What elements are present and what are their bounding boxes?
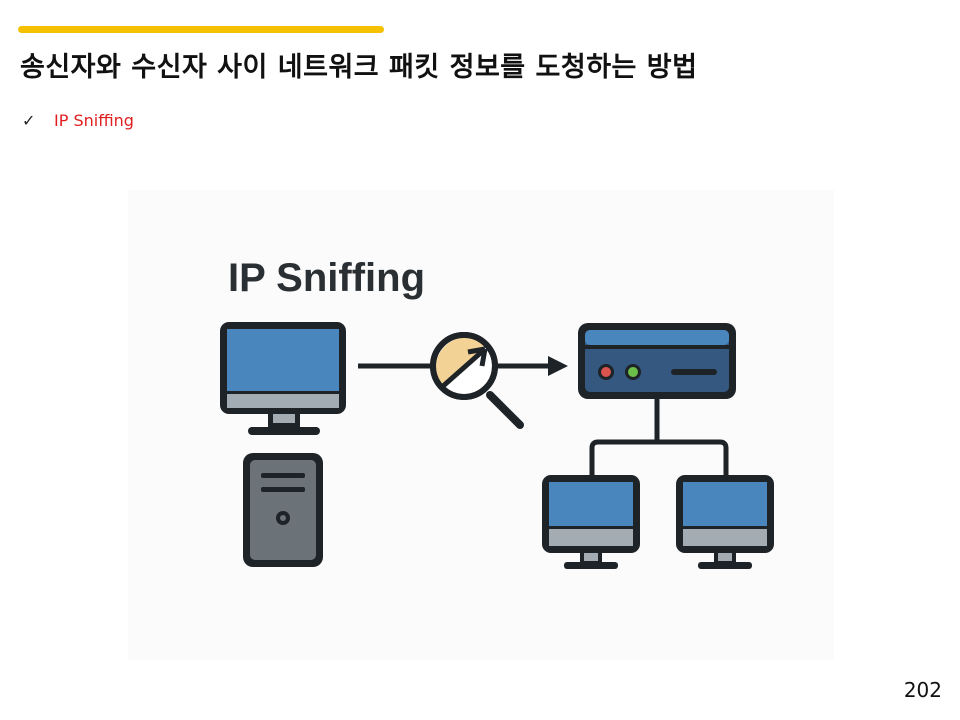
desktop-computer-icon: [220, 322, 346, 435]
slide-title: 송신자와 수신자 사이 네트워크 패킷 정보를 도청하는 방법: [20, 52, 698, 83]
page-number: 202: [903, 678, 942, 702]
bullet-text: IP Sniffing: [54, 111, 134, 130]
magnifying-glass-icon: [430, 332, 524, 429]
title-accent-bar: [18, 26, 384, 33]
bullet-item: ✓ IP Sniffing: [22, 111, 134, 130]
illustration-title: IP Sniffing: [228, 256, 425, 300]
network-connection-lines: [589, 399, 729, 475]
pc-tower-icon: [243, 453, 323, 567]
arrow-to-server: [497, 356, 568, 376]
client-monitor-icon: [542, 475, 640, 569]
client-monitor-icon: [676, 475, 774, 569]
ip-sniffing-illustration: IP Sniffing: [128, 190, 834, 660]
server-icon: [578, 323, 736, 399]
checkmark-icon: ✓: [22, 111, 36, 130]
